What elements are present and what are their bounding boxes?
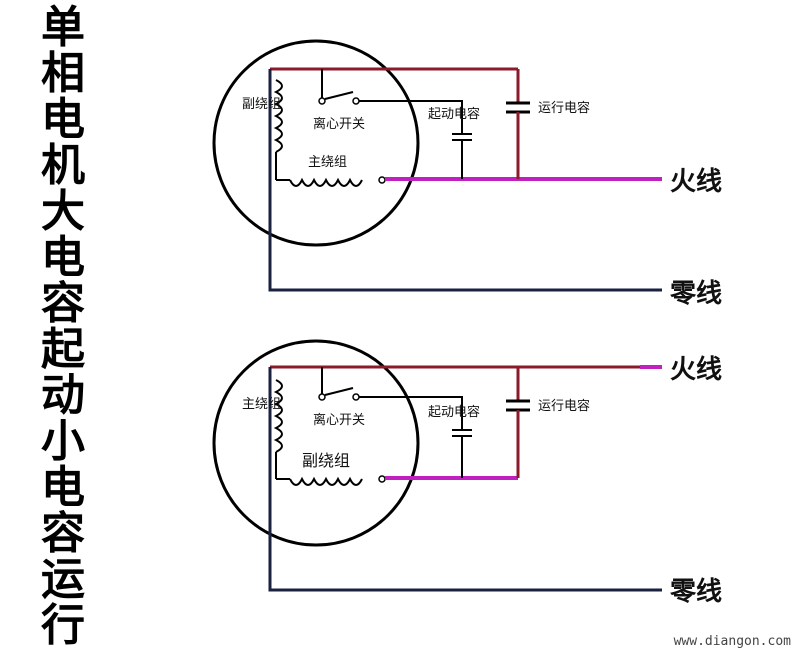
switch-contact: [318, 97, 326, 105]
title-char: 相: [41, 48, 85, 99]
neutral-wire: [268, 69, 662, 292]
diagram-1: 副绕组 离心开关 主绕组 起动电容 运行电容 火线 零线: [212, 39, 722, 309]
title-char: 大: [41, 186, 85, 237]
switch-blade: [324, 387, 354, 396]
main-winding-coil: [273, 379, 283, 453]
start-capacitor-symbol: [452, 133, 472, 141]
live-label: 火线: [670, 355, 722, 385]
aux-winding-coil: [289, 476, 363, 486]
motor-circle: [212, 39, 420, 247]
start-capacitor-symbol: [452, 429, 472, 437]
neutral-label: 零线: [670, 577, 722, 607]
title-char: 行: [41, 600, 85, 651]
title-char: 电: [41, 232, 85, 283]
vertical-title: 单 相 电 机 大 电 容 起 动 小 电 容 运 行: [8, 2, 118, 651]
run-capacitor-symbol: [506, 399, 530, 412]
title-char: 容: [41, 278, 85, 329]
aux-winding-label-2: 副绕组: [302, 451, 350, 470]
title-char: 容: [41, 508, 85, 559]
start-cap-label: 起动电容: [428, 404, 480, 420]
run-capacitor-symbol: [506, 101, 530, 114]
switch-blade: [324, 91, 354, 100]
neutral-label: 零线: [670, 279, 722, 309]
title-char: 小: [41, 416, 85, 467]
switch-label: 离心开关: [313, 116, 365, 132]
aux-winding-coil: [273, 79, 283, 153]
live-label: 火线: [670, 167, 722, 197]
title-char: 电: [41, 462, 85, 513]
title-char: 动: [41, 370, 85, 421]
watermark: www.diangon.com: [673, 634, 791, 649]
run-cap-label: 运行电容: [538, 398, 590, 414]
title-char: 电: [41, 94, 85, 145]
diagram-2: 主绕组 离心开关 副绕组 起动电容 运行电容 火线 零线: [212, 339, 722, 607]
title-char: 单: [41, 2, 85, 53]
motor-circle: [212, 339, 420, 547]
start-cap-label: 起动电容: [428, 106, 480, 122]
main-winding-label: 主绕组: [308, 155, 347, 170]
aux-winding-label-1: 副绕组: [242, 97, 281, 112]
main-winding-label-2: 主绕组: [242, 397, 281, 412]
title-char: 机: [41, 140, 85, 191]
run-cap-label: 运行电容: [538, 100, 590, 116]
title-char: 起: [41, 324, 85, 375]
main-winding-coil: [289, 177, 363, 187]
title-char: 运: [41, 554, 85, 605]
switch-label: 离心开关: [313, 412, 365, 428]
neutral-wire: [268, 367, 662, 592]
